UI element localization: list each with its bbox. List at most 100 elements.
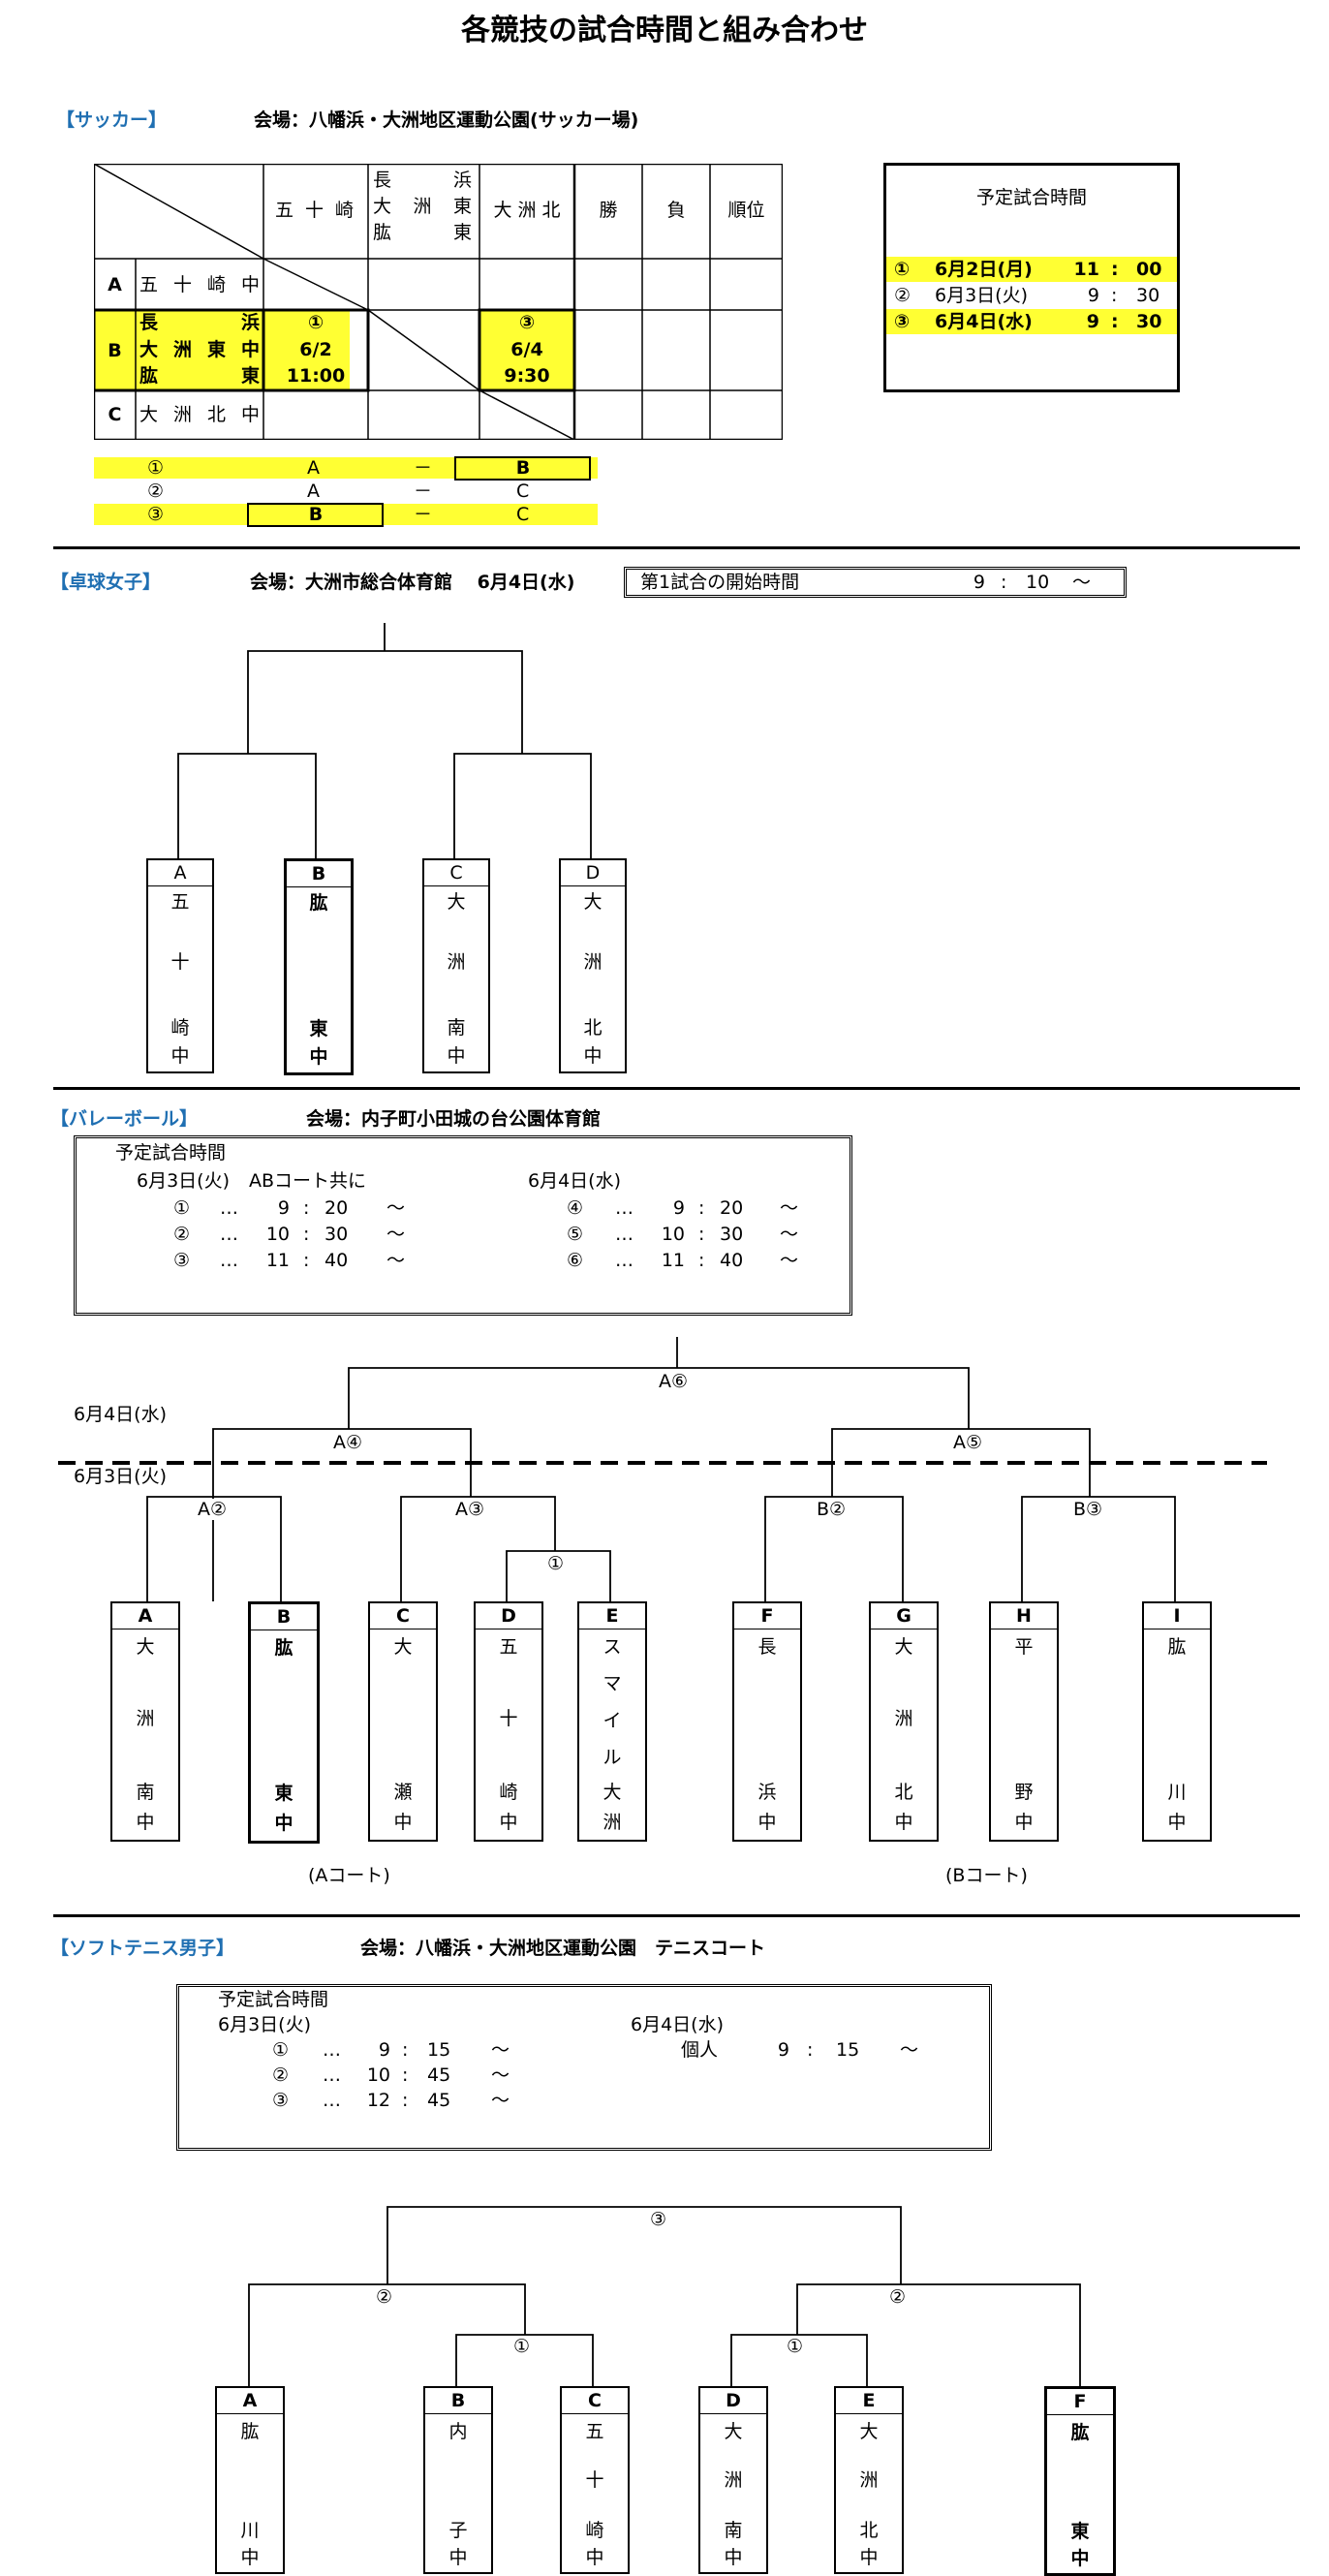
vb-r1-sep: :: [698, 1197, 705, 1219]
team-char: 崎: [585, 2520, 604, 2541]
vb-schedule-title: 予定試合時間: [115, 1142, 227, 1164]
team-char: 洲: [447, 951, 466, 973]
team-char: 洲: [724, 2469, 743, 2491]
softtennis-label: 【ソフトテニス男子】: [50, 1938, 235, 1959]
team-char: 南: [136, 1782, 155, 1803]
row-letter-c: C: [108, 404, 122, 425]
vb-team-g: G 大 洲 北 中: [869, 1601, 939, 1842]
team-char: 中: [499, 1812, 518, 1833]
vb-r2-dots: …: [615, 1224, 634, 1245]
st-t3-dots: …: [323, 2090, 341, 2111]
col-header-rank: 順位: [727, 200, 765, 221]
st-t3-h: 12: [366, 2090, 390, 2111]
team-char: 大: [583, 891, 603, 913]
vb-court-a: (Aコート): [308, 1865, 390, 1886]
team-char: 大: [136, 1636, 155, 1658]
st-schedule-title: 予定試合時間: [218, 1989, 329, 2010]
team-char: 南: [447, 1017, 466, 1039]
vb-l1-h: 9: [277, 1197, 290, 1219]
st-t1-h: 9: [378, 2039, 390, 2061]
vb-team-e: E ス マ イ ル 大 洲: [577, 1601, 647, 1842]
team-char: 十: [499, 1708, 518, 1729]
team-char: 肱: [1070, 2422, 1090, 2443]
soccer-match1-b: B: [515, 457, 531, 479]
st-t1-num: ①: [272, 2039, 290, 2061]
row-name-b3: 肱 東: [139, 365, 260, 387]
team-char: 中: [1167, 1812, 1187, 1833]
team-char: 中: [583, 1045, 603, 1067]
vb-match-1: ①: [547, 1553, 565, 1574]
st-team-a: A 肱 川 中: [215, 2386, 285, 2574]
team-char: 北: [583, 1017, 603, 1039]
sched2-num: ②: [894, 285, 912, 306]
vb-match-a2: A②: [198, 1499, 228, 1520]
sched2-sep: :: [1111, 285, 1118, 306]
st-t3-sep: :: [402, 2090, 409, 2111]
vb-team-a: A 大 洲 南 中: [110, 1601, 180, 1842]
vb-r3-h: 11: [661, 1250, 685, 1271]
vb-match-a6: A⑥: [659, 1371, 689, 1392]
row-name-c: 大 洲 北 中: [139, 404, 260, 425]
vb-r3-num: ⑥: [567, 1250, 584, 1271]
vb-day2: 6月4日(水): [528, 1170, 622, 1192]
sched1-sep: :: [1111, 259, 1119, 280]
volleyball-schedule-box: 予定試合時間 6月3日(火) ABコート共に 6月4日(水) ① … 9 : 2…: [74, 1135, 852, 1316]
soccer-match2-a: A: [307, 481, 320, 502]
team-letter: F: [734, 1603, 800, 1629]
team-char: 浜: [757, 1782, 777, 1803]
vb-date-june4: 6月4日(水): [74, 1404, 168, 1425]
soccer-venue: 会場：八幡浜・大洲地区運動公園(サッカー場): [254, 109, 639, 131]
sched3-date: 6月4日(水): [935, 311, 1033, 332]
row-letter-a: A: [108, 274, 122, 295]
soccer-match2-b: C: [516, 481, 530, 502]
sched1-date: 6月2日(月): [935, 259, 1033, 280]
cell-b-match1-num: ①: [307, 312, 325, 333]
team-char: 南: [724, 2520, 743, 2541]
team-char: ル: [603, 1747, 622, 1768]
st-day2: 6月4日(水): [631, 2014, 725, 2035]
col-header-ozu-higashi: 大 洲 東: [373, 196, 472, 217]
soccer-match2-num: ②: [147, 481, 165, 502]
sched3-num: ③: [894, 311, 911, 332]
sched2-date: 6月3日(火): [935, 285, 1029, 306]
vb-match-a5: A⑤: [953, 1432, 983, 1453]
vb-r3-sep: :: [698, 1250, 705, 1271]
st-team-f: F 肱 東 中: [1044, 2386, 1116, 2576]
st-ind-sep: :: [807, 2039, 814, 2061]
tabletennis-bracket: [177, 623, 592, 858]
team-char: ス: [603, 1636, 622, 1658]
st-ind-m: 15: [836, 2039, 860, 2061]
vb-l3-h: 11: [265, 1250, 290, 1271]
cell-b-match1-date: 6/2: [299, 339, 332, 360]
vb-l1-m: 20: [325, 1197, 349, 1219]
row-name-b2: 大 洲 東 中: [139, 339, 260, 360]
team-char: 崎: [499, 1782, 518, 1803]
vb-l2-h: 10: [265, 1224, 290, 1245]
st-t2-num: ②: [272, 2064, 290, 2086]
team-letter: B: [425, 2388, 491, 2414]
col-header-hiji-higashi: 肱 東: [373, 222, 472, 243]
vb-r2-sep: :: [698, 1224, 705, 1245]
vb-team-f: F 長 浜 中: [732, 1601, 802, 1842]
soccer-match1-num: ①: [147, 457, 165, 479]
tt-start-sep: :: [1001, 572, 1007, 593]
team-char: マ: [603, 1673, 622, 1694]
team-char: 崎: [170, 1017, 190, 1039]
soccer-match2-dash: －: [414, 481, 433, 502]
volleyball-venue: 会場：内子町小田城の台公園体育館: [306, 1108, 602, 1130]
st-match-1-left: ①: [513, 2336, 531, 2357]
row-name-b1: 長 浜: [139, 312, 260, 333]
team-char: 中: [309, 1046, 328, 1068]
sched2-hour: 9: [1087, 285, 1099, 306]
team-letter: C: [370, 1603, 436, 1629]
st-match-3: ③: [650, 2209, 667, 2230]
team-char: 五: [499, 1636, 518, 1658]
st-t2-m: 45: [427, 2064, 451, 2086]
vb-day1: 6月3日(火): [137, 1170, 231, 1192]
tabletennis-start-box: 第1試合の開始時間 9 : 10 ～: [624, 567, 1127, 598]
row-letter-b: B: [108, 340, 122, 361]
st-team-c: C 五 十 崎 中: [560, 2386, 630, 2574]
team-char: 中: [859, 2547, 879, 2568]
team-char: 大: [603, 1782, 622, 1803]
team-letter: B: [251, 1604, 317, 1630]
